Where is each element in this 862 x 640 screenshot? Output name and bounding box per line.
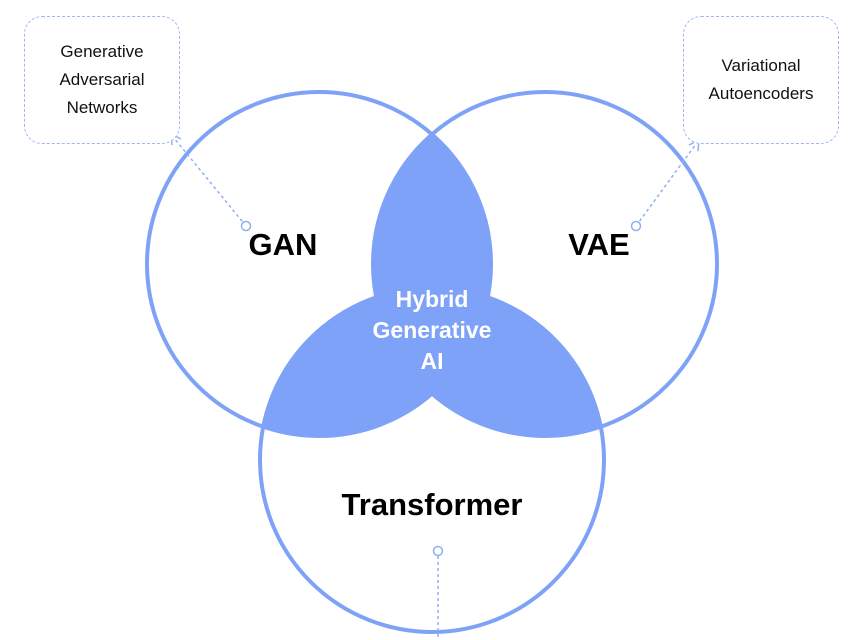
circle-transformer bbox=[258, 286, 606, 634]
connector-transformer bbox=[432, 545, 444, 640]
callout-vae-line-2: Autoencoders bbox=[708, 84, 814, 103]
connector-gan bbox=[170, 132, 252, 232]
callout-vae-line-1: Variational bbox=[721, 56, 801, 75]
connector-vae-dot bbox=[630, 220, 642, 232]
overlap-vae-transformer bbox=[373, 288, 604, 436]
center-label-line-3: AI bbox=[421, 348, 444, 374]
label-vae: VAE bbox=[568, 227, 629, 262]
circle-gan bbox=[145, 90, 493, 438]
overlap-gan-transformer bbox=[260, 288, 491, 436]
callout-gan-line-2: Adversarial bbox=[59, 70, 145, 89]
circle-vae bbox=[371, 90, 719, 438]
center-label-line-2: Generative bbox=[373, 317, 492, 343]
center-label-line-1: Hybrid bbox=[396, 286, 469, 312]
callout-gan-line-3: Networks bbox=[66, 98, 138, 117]
callout-vae: Variational Autoencoders bbox=[683, 16, 839, 144]
label-transformer: Transformer bbox=[342, 487, 523, 522]
connector-transformer-dot bbox=[432, 545, 444, 557]
connector-gan-dot bbox=[240, 220, 252, 232]
label-gan: GAN bbox=[249, 227, 318, 262]
callout-gan: Generative Adversarial Networks bbox=[24, 16, 180, 144]
callout-gan-line-1: Generative bbox=[60, 42, 144, 61]
connector-vae bbox=[630, 138, 700, 232]
